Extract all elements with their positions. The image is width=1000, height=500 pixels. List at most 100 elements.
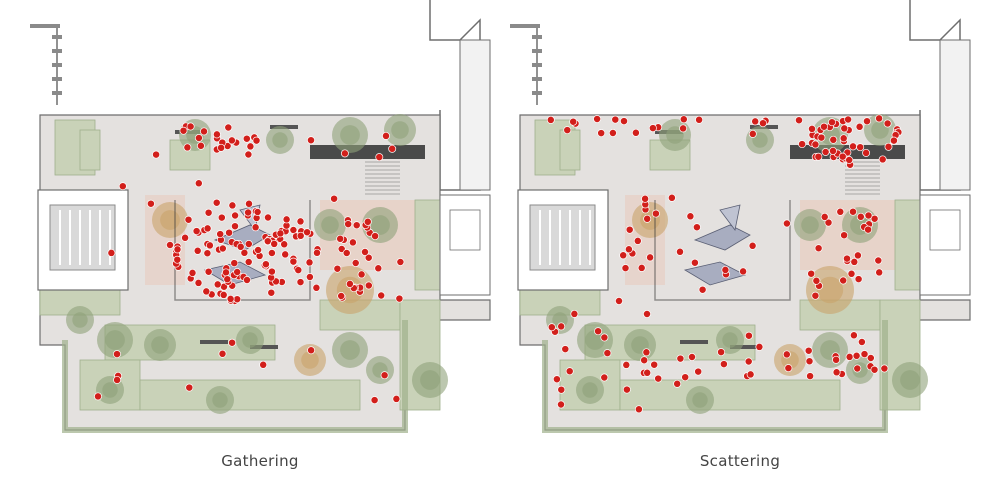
person-marker-icon [681, 373, 690, 382]
person-marker-icon [806, 372, 815, 381]
person-marker-icon [654, 374, 663, 383]
person-marker-icon [330, 194, 339, 203]
person-marker-icon [832, 355, 841, 364]
tree-canopy [666, 126, 684, 144]
person-marker-icon [242, 134, 251, 143]
person-marker-icon [746, 370, 755, 379]
person-marker-icon [173, 255, 182, 264]
person-marker-icon [889, 136, 898, 145]
person-marker-icon [856, 212, 865, 221]
person-marker-icon [692, 223, 701, 232]
tree-canopy [900, 370, 920, 390]
building-east [459, 39, 491, 191]
person-marker-icon [625, 225, 634, 234]
person-marker-icon [222, 268, 230, 277]
person-marker-icon [856, 143, 865, 152]
person-marker-icon [361, 248, 369, 256]
person-marker-icon [844, 115, 853, 124]
person-marker-icon [622, 360, 631, 369]
person-marker-icon [264, 213, 272, 222]
person-marker-icon [719, 360, 728, 369]
person-marker-icon [252, 136, 261, 145]
person-marker-icon [863, 117, 871, 126]
planting-bed [519, 289, 601, 316]
person-marker-icon [374, 264, 383, 273]
tree-canopy [585, 330, 605, 350]
person-marker-icon [600, 373, 609, 382]
tree-canopy [722, 332, 738, 348]
person-marker-icon [849, 331, 858, 340]
person-marker-icon [839, 134, 848, 143]
person-marker-icon [643, 214, 652, 223]
person-marker-icon [688, 353, 696, 361]
person-marker-icon [231, 222, 239, 231]
person-marker-icon [296, 278, 305, 287]
person-marker-icon [695, 115, 704, 124]
person-marker-icon [686, 212, 695, 221]
person-marker-icon [843, 254, 851, 263]
person-marker-icon [340, 149, 349, 158]
person-marker-icon [152, 150, 161, 159]
planting-bed [619, 379, 841, 411]
person-marker-icon [307, 346, 316, 355]
person-marker-icon [352, 221, 361, 230]
person-marker-icon [839, 276, 848, 285]
person-marker-icon [243, 276, 251, 284]
person-marker-icon [233, 295, 242, 304]
site-plan [510, 0, 971, 433]
tree-canopy [801, 216, 819, 234]
corridor-room [449, 209, 481, 251]
person-marker-icon [643, 368, 652, 377]
person-marker-icon [228, 201, 237, 210]
person-marker-icon [650, 360, 659, 369]
person-marker-icon [270, 239, 279, 248]
mast-light-icon [52, 63, 62, 67]
person-marker-icon [853, 251, 862, 260]
person-marker-icon [620, 117, 628, 126]
person-marker-icon [107, 248, 116, 257]
bench-icon [250, 345, 278, 349]
person-marker-icon [593, 115, 602, 123]
sculpture-leaf [719, 204, 741, 231]
person-marker-icon [364, 253, 373, 262]
person-marker-icon [874, 256, 883, 265]
person-marker-icon [289, 257, 298, 266]
person-marker-icon [637, 263, 646, 272]
person-marker-icon [634, 405, 643, 414]
person-marker-icon [202, 287, 211, 296]
person-markers [94, 122, 405, 405]
person-marker-icon [694, 367, 703, 376]
person-marker-icon [226, 294, 235, 303]
person-marker-icon [375, 153, 384, 162]
person-marker-icon [244, 150, 253, 159]
person-marker-icon [624, 245, 633, 254]
person-marker-icon [371, 232, 380, 241]
mast-light-icon [532, 49, 542, 53]
person-marker-icon [192, 227, 201, 236]
person-marker-icon [880, 364, 889, 373]
person-marker-icon [348, 238, 357, 247]
plan-panel-scattering [500, 0, 980, 440]
person-marker-icon [739, 267, 748, 276]
person-marker-icon [303, 228, 312, 237]
bench-icon [730, 345, 758, 349]
person-marker-icon [603, 349, 612, 358]
person-marker-icon [820, 212, 829, 221]
person-marker-icon [840, 124, 849, 133]
person-marker-icon [546, 115, 555, 124]
person-marker-icon [294, 266, 303, 275]
person-marker-icon [811, 291, 820, 300]
person-marker-icon [240, 248, 249, 257]
tree-canopy [692, 392, 708, 408]
mast-light-icon [52, 49, 62, 53]
person-marker-icon [218, 244, 227, 253]
person-marker-icon [698, 285, 707, 294]
person-marker-icon [146, 199, 155, 208]
tree-canopy [272, 132, 288, 148]
person-marker-icon [118, 182, 127, 191]
tree-canopy [816, 276, 844, 304]
person-marker-icon [267, 288, 276, 297]
person-marker-icon [267, 267, 276, 276]
person-marker-icon [218, 349, 227, 358]
tree-canopy [321, 216, 339, 234]
